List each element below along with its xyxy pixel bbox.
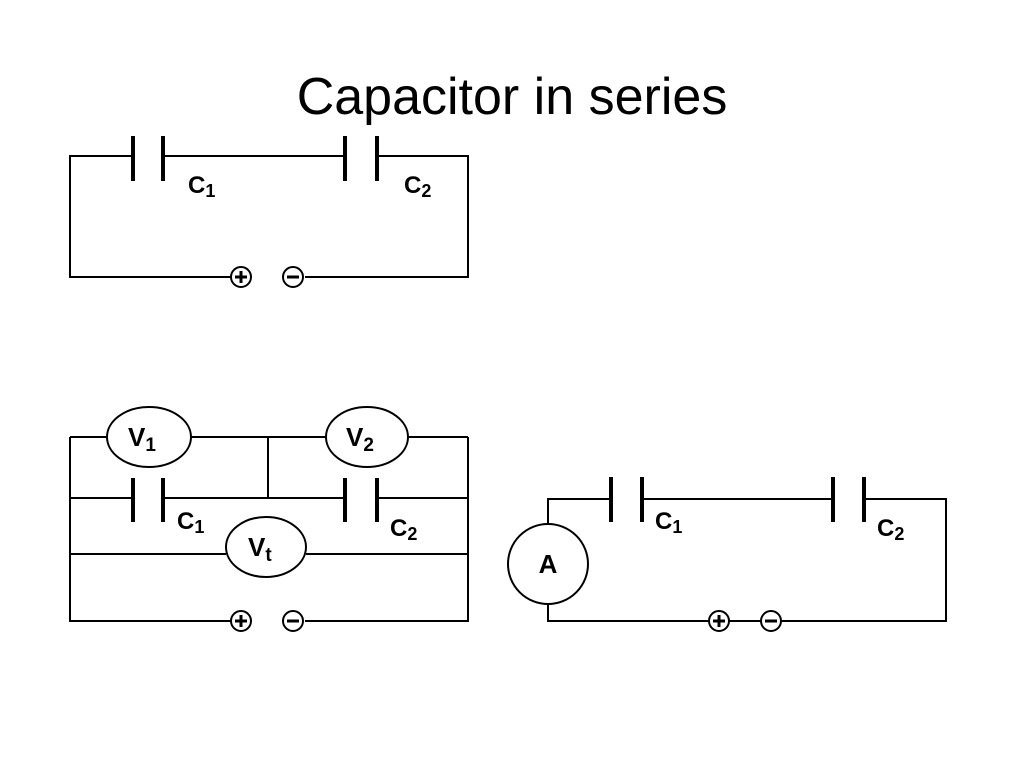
series-circuit-voltmeters: C1 C2 V1 V2 Vt — [69, 406, 469, 632]
capacitor-label-c2: C2 — [404, 172, 431, 201]
capacitor-label-c1: C1 — [177, 508, 204, 537]
voltmeter-label-v2: V2 — [346, 422, 374, 456]
capacitor-c1 — [131, 478, 165, 522]
battery-positive-terminal-icon — [230, 610, 252, 632]
slide-title: Capacitor in series — [296, 68, 728, 126]
capacitor-label-c1: C1 — [655, 508, 682, 537]
ammeter-label: A — [539, 549, 558, 579]
capacitor-label-c2: C2 — [390, 515, 417, 544]
capacitor-label-c1: C1 — [188, 172, 215, 201]
ammeter: A — [507, 523, 589, 605]
battery-positive-terminal-icon — [708, 610, 730, 632]
capacitor-c2 — [343, 136, 379, 181]
capacitor-c1 — [131, 136, 165, 181]
capacitor-label-c2: C2 — [877, 515, 904, 544]
battery-negative-terminal-icon — [282, 266, 304, 288]
series-circuit-ammeter: C1 C2 A — [507, 477, 947, 632]
voltmeter-label-vt: Vt — [248, 532, 272, 566]
capacitor-c2 — [343, 478, 379, 522]
capacitor-c2 — [831, 477, 866, 522]
voltmeter-v2: V2 — [325, 406, 409, 468]
series-circuit-basic: C1 C2 — [69, 136, 469, 288]
capacitor-c1 — [609, 477, 644, 522]
voltmeter-v1: V1 — [106, 406, 192, 468]
voltmeter-vt: Vt — [225, 516, 307, 578]
battery-positive-terminal-icon — [230, 266, 252, 288]
battery-negative-terminal-icon — [760, 610, 782, 632]
voltmeter-label-v1: V1 — [128, 422, 156, 456]
battery-negative-terminal-icon — [282, 610, 304, 632]
